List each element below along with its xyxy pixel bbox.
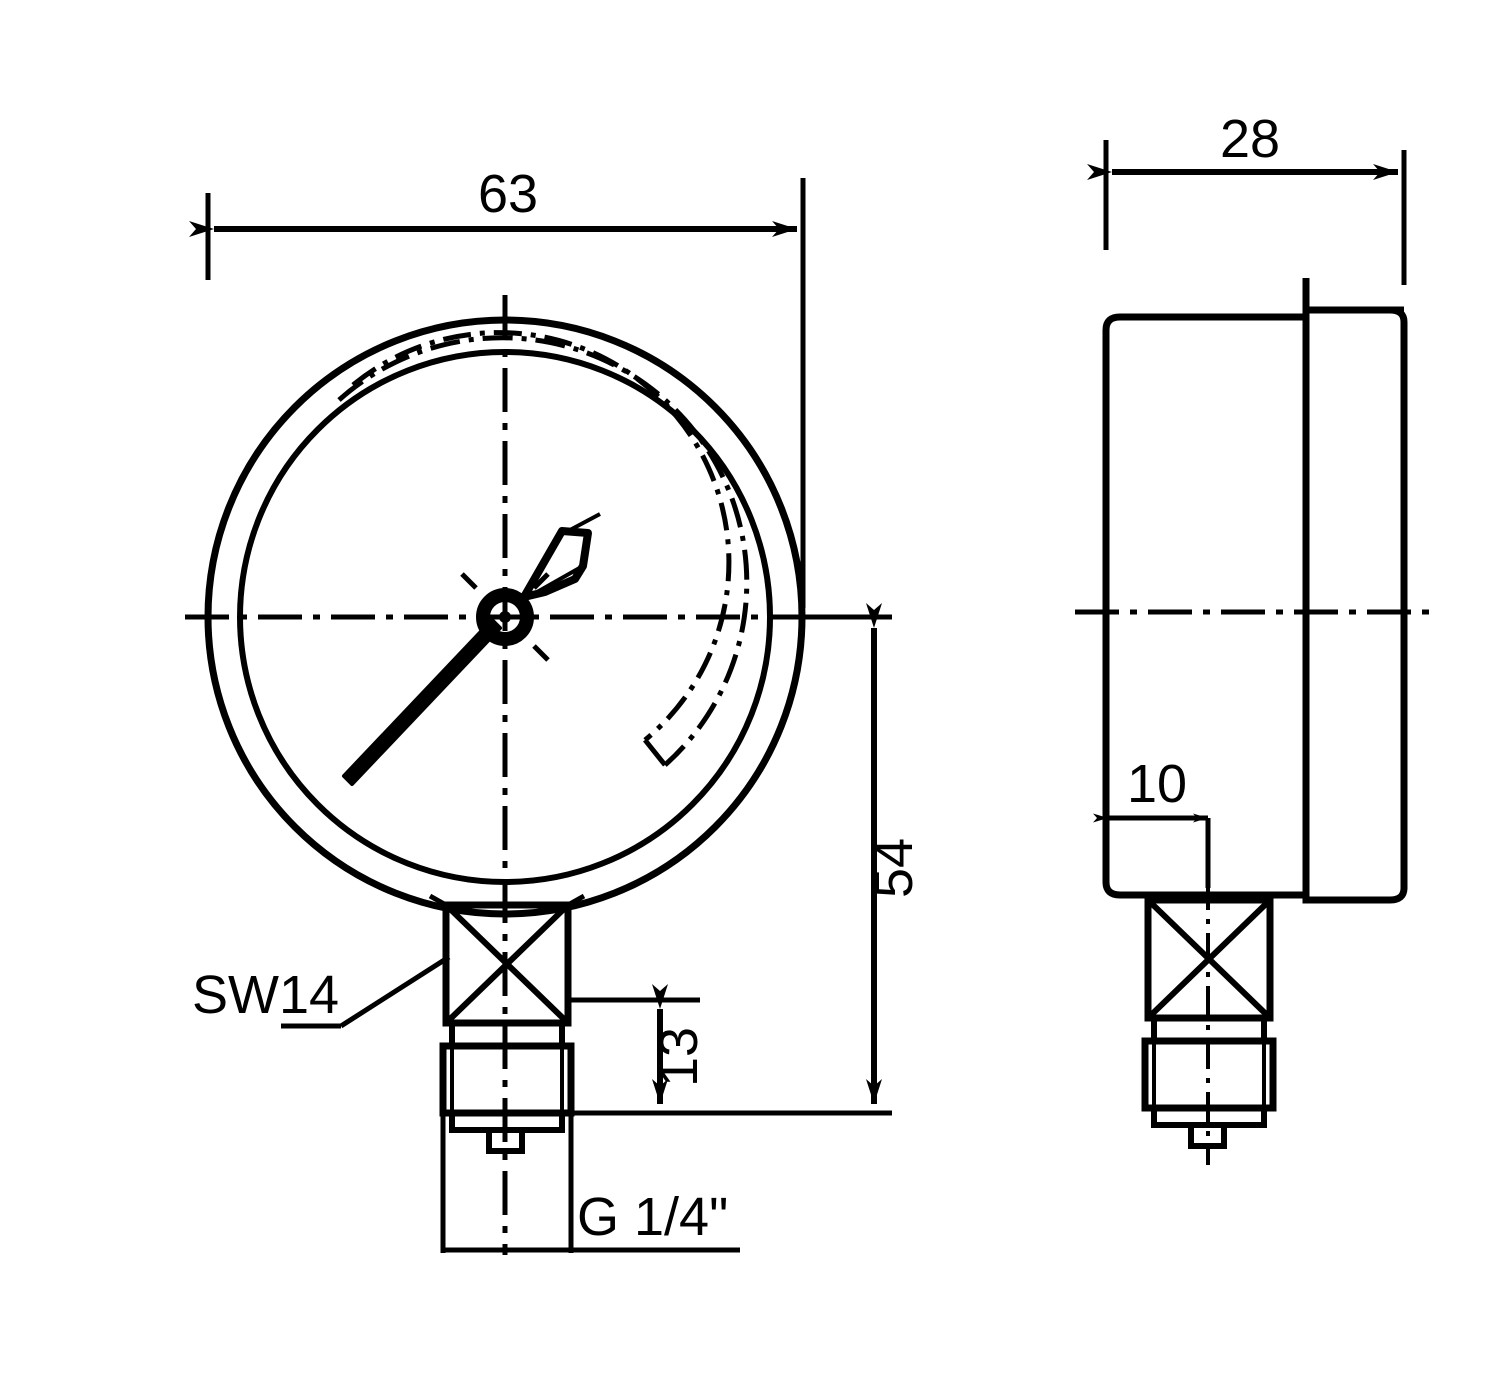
dim-63-text: 63 <box>478 164 538 224</box>
front-hex-nut <box>442 901 572 1027</box>
front-view-group: 63 <box>185 164 924 1255</box>
sw14-value: 14 <box>279 965 339 1025</box>
dim-54-text: 54 <box>864 838 924 898</box>
front-thread-shank <box>439 1020 575 1154</box>
dim-10-text: 10 <box>1127 754 1187 814</box>
dial-scale-arcs <box>337 330 750 767</box>
dim-28-text: 28 <box>1220 109 1280 169</box>
thread-size-label: G 1/4" <box>577 1187 728 1247</box>
dim-13-text: 13 <box>649 1027 709 1087</box>
thread-label-lines <box>440 1113 740 1253</box>
dim-10-group <box>1093 813 1211 888</box>
dim-54-group: 54 <box>571 603 924 1116</box>
side-view-group: 28 10 <box>1075 109 1440 1165</box>
pointer-hub <box>476 588 534 646</box>
front-stem-fillets <box>428 893 586 908</box>
gauge-pointer <box>342 512 601 786</box>
sw14-label: SW14 <box>192 965 339 1025</box>
sw14-leader <box>281 954 451 1029</box>
side-case-rear <box>1302 278 1408 904</box>
dim-28-extension-lines <box>1103 140 1407 285</box>
sw14-prefix: SW <box>192 965 279 1025</box>
dim-13-group: 13 <box>571 984 709 1116</box>
